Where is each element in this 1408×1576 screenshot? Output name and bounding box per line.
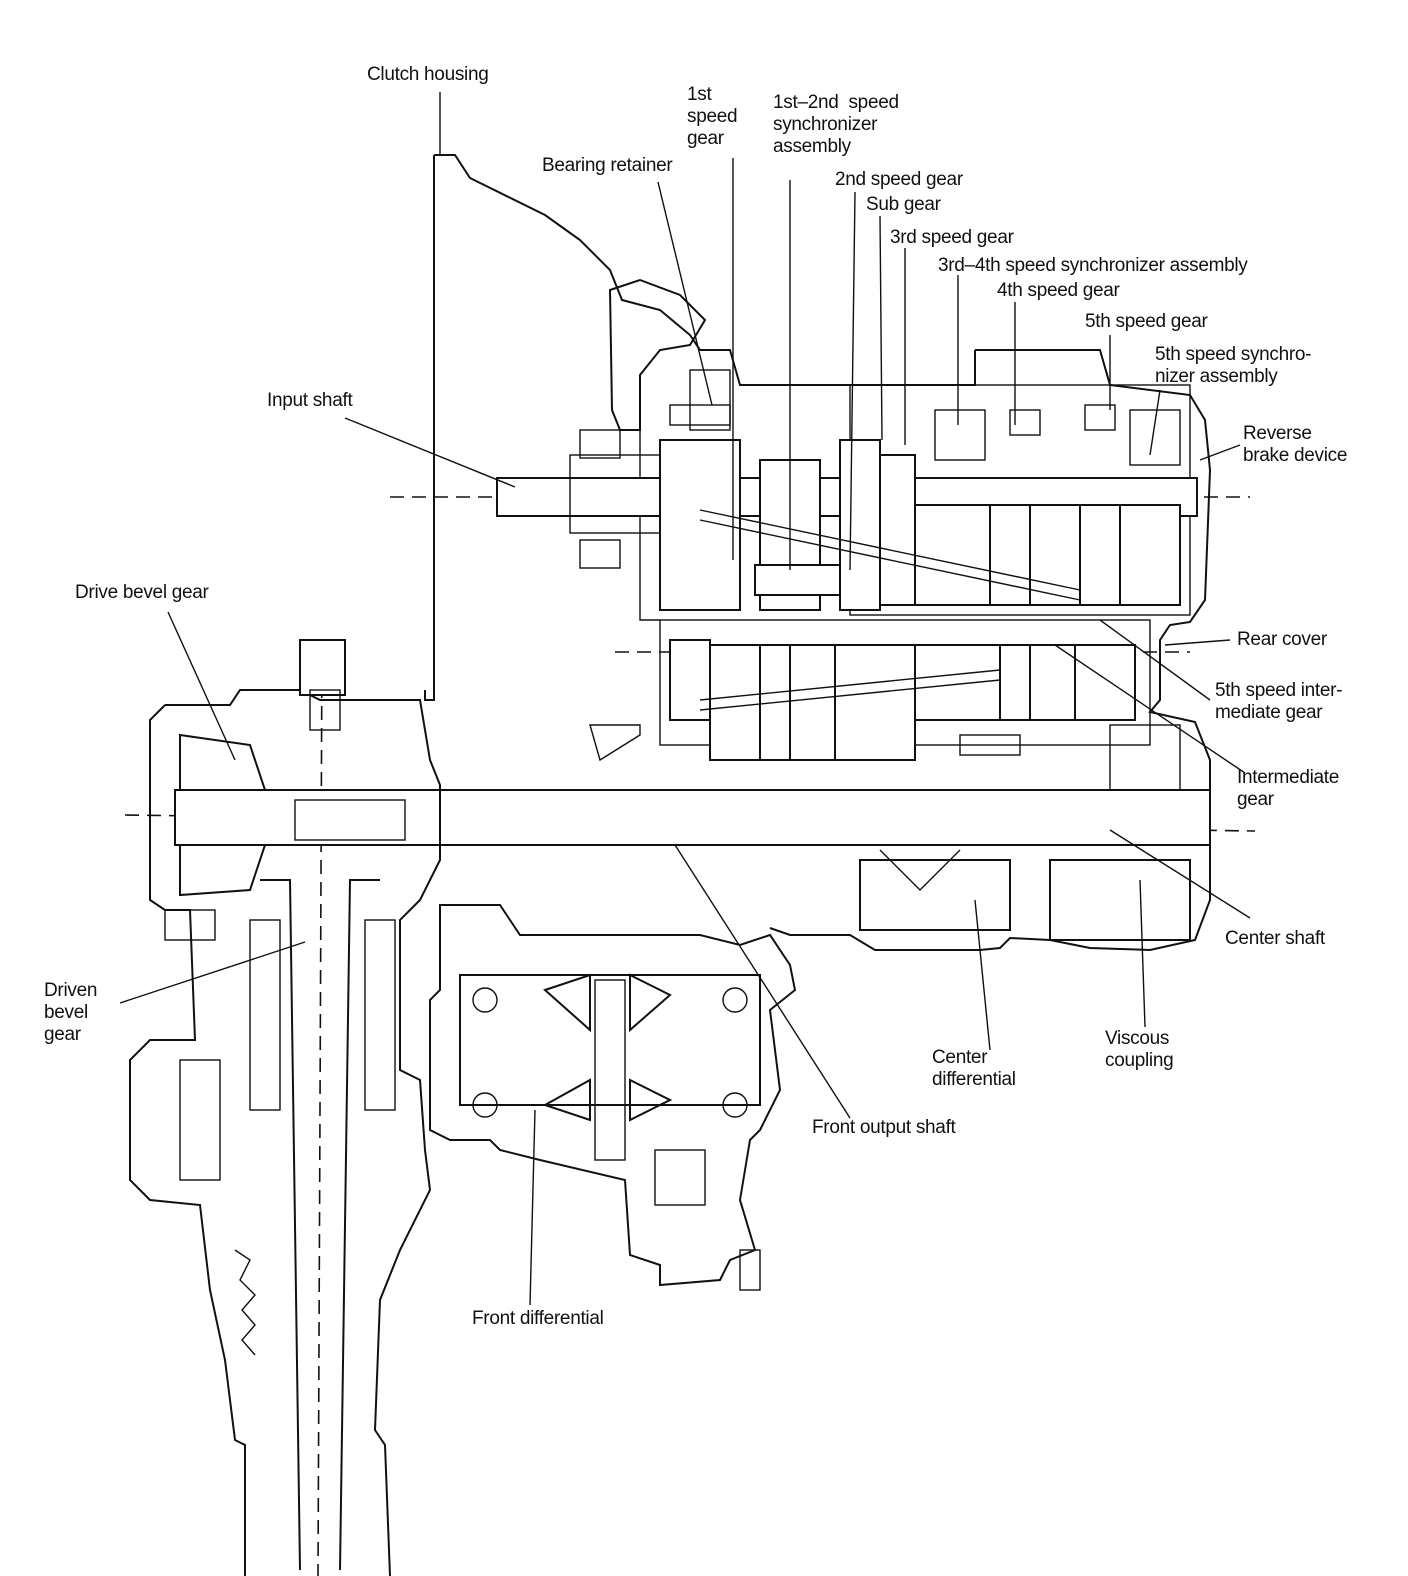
label-reverse-brake-device: Reverse brake device [1243,423,1348,466]
label-bearing-retainer: Bearing retainer [542,155,673,176]
front-differential-body [429,904,797,1291]
label-fifth-speed-synchronizer: 5th speed synchro- nizer assembly [1155,344,1312,387]
label-front-output-shaft: Front output shaft [812,1117,956,1138]
bevel-housing [129,639,441,1576]
label-sub-gear: Sub gear [866,194,941,215]
label-third-fourth-synchronizer: 3rd–4th speed synchronizer assembly [938,255,1248,276]
label-third-speed-gear: 3rd speed gear [890,227,1014,248]
label-drive-bevel-gear: Drive bevel gear [75,582,209,603]
label-center-differential: Center differential [932,1047,1016,1090]
label-clutch-housing: Clutch housing [367,64,489,85]
center-shaft [174,724,1211,941]
label-fourth-speed-gear: 4th speed gear [997,280,1120,301]
label-fifth-speed-gear: 5th speed gear [1085,311,1208,332]
clutch-housing [424,154,976,701]
label-first-second-synchronizer: 1st–2nd speed synchronizer assembly [773,92,899,157]
label-fifth-speed-intermediate-gear: 5th speed inter- mediate gear [1215,680,1343,723]
label-center-shaft: Center shaft [1225,928,1325,949]
label-front-differential: Front differential [472,1308,604,1329]
intermediate-gears [669,639,1136,761]
label-viscous-coupling: Viscous coupling [1105,1028,1174,1071]
label-second-speed-gear: 2nd speed gear [835,169,963,190]
leader-lines [119,92,1251,1306]
label-first-speed-gear: 1st speed gear [687,84,738,149]
label-input-shaft: Input shaft [267,390,353,411]
label-intermediate-gear: Intermediate gear [1237,767,1340,810]
upper-gears [659,404,1181,611]
label-driven-bevel-gear: Driven bevel gear [44,980,98,1045]
label-rear-cover: Rear cover [1237,629,1327,650]
